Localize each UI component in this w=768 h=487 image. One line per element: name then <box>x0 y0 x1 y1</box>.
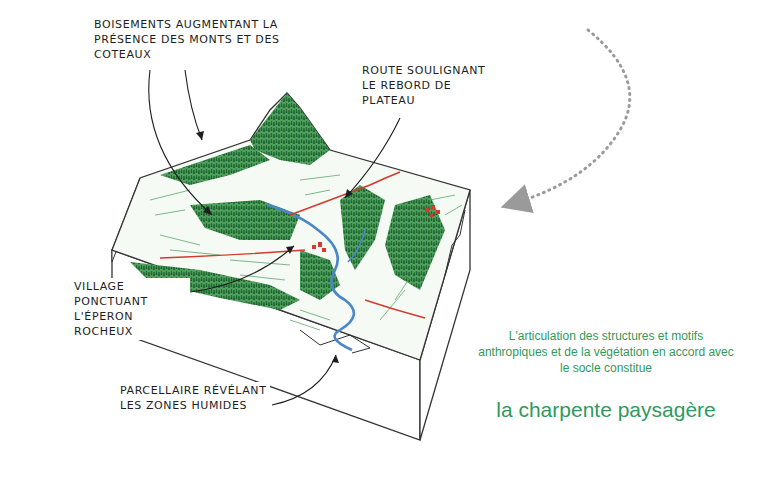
river <box>268 205 354 350</box>
forest-coteau <box>190 200 300 240</box>
road-plateau <box>290 172 400 215</box>
callout-text: ROUTE SOULIGNANT LE REBORD DE PLATEAU <box>360 62 488 109</box>
forest-right <box>385 195 445 290</box>
caption-text: L'articulation des structures et motifs … <box>478 328 734 376</box>
callout-text: PARCELLAIRE RÉVÉLANT LES ZONES HUMIDES <box>118 382 270 414</box>
leader-lines <box>149 70 400 405</box>
caption-title: la charpente paysagère <box>478 398 734 422</box>
village <box>312 205 440 252</box>
callout-text: VILLAGE PONCTUANT L'ÉPERON ROCHEUX <box>72 278 190 340</box>
forest-valley-side <box>340 185 385 270</box>
forest-slope <box>160 145 270 185</box>
dotted-arrow <box>515 30 630 203</box>
callout-text: BOISEMENTS AUGMENTANT LA PRÉSENCE DES MO… <box>92 16 288 63</box>
